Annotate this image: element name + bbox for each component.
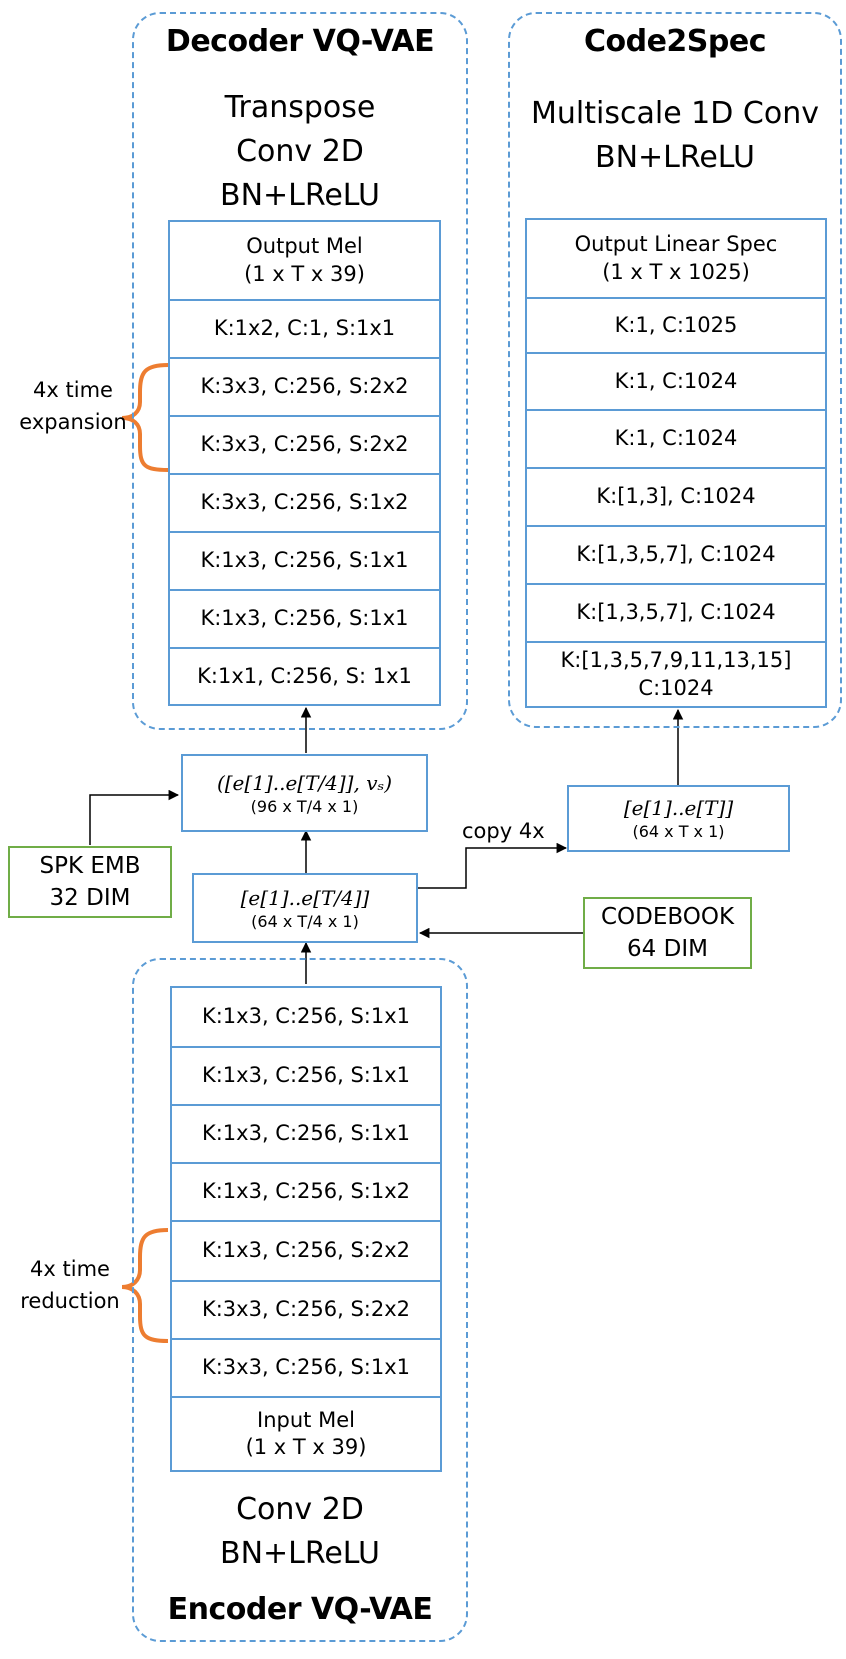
decoder-layer: K:3x3, C:256, S:2x2	[170, 359, 439, 417]
decoder-subtitle: Transpose Conv 2D BN+LReLU	[219, 90, 380, 213]
code2spec-subtitle: Multiscale 1D Conv BN+LReLU	[531, 96, 819, 175]
encoder-layer: K:1x3, C:256, S:1x1	[172, 988, 440, 1048]
encoder-layer: K:1x3, C:256, S:2x2	[172, 1222, 440, 1282]
codes-expression: [e[1]..e[T/4]]	[240, 885, 370, 910]
full-codes-expression: [e[1]..e[T]]	[623, 796, 734, 820]
encoder-layer: K:1x3, C:256, S:1x1	[172, 1048, 440, 1106]
code2spec-layer: K:1, C:1024	[527, 354, 825, 411]
decoder-title: Decoder VQ-VAE	[165, 24, 435, 59]
code2spec-layer-stack: Output Linear Spec(1 x T x 1025) K:1, C:…	[525, 218, 827, 708]
code2spec-output-spec: Output Linear Spec(1 x T x 1025)	[527, 220, 825, 299]
decoder-layer: K:1x2, C:1, S:1x1	[170, 301, 439, 359]
encoder-group: Conv 2D BN+LReLU Encoder VQ-VAE	[132, 958, 468, 1642]
arrow-spk-to-concat	[89, 789, 180, 845]
code2spec-layer: K:[1,3,5,7,9,11,13,15]C:1024	[560, 648, 792, 700]
expansion-label: 4x time expansion	[19, 378, 127, 434]
encoder-layer-stack: K:1x3, C:256, S:1x1 K:1x3, C:256, S:1x1 …	[170, 986, 442, 1472]
concat-dims: (96 x T/4 x 1)	[250, 796, 359, 816]
code2spec-layer: K:1, C:1024	[527, 411, 825, 469]
encoder-input-mel: Input Mel(1 x T x 39)	[245, 1407, 367, 1459]
code2spec-layer: K:[1,3,5,7], C:1024	[527, 527, 825, 585]
code2spec-title: Code2Spec	[583, 24, 767, 59]
full-codes-node: [e[1]..e[T]] (64 x T x 1)	[567, 785, 790, 852]
decoder-group: Decoder VQ-VAE Transpose Conv 2D BN+LReL…	[132, 12, 468, 730]
code2spec-layer: K:1, C:1025	[527, 299, 825, 354]
encoder-layer: K:3x3, C:256, S:1x1	[172, 1340, 440, 1398]
encoder-layer: K:3x3, C:256, S:2x2	[172, 1282, 440, 1340]
codes-node: [e[1]..e[T/4]] (64 x T/4 x 1)	[192, 873, 418, 943]
decoder-layer: K:1x3, C:256, S:1x1	[170, 591, 439, 649]
code2spec-layer: K:[1,3,5,7], C:1024	[527, 585, 825, 643]
decoder-layer: K:1x3, C:256, S:1x1	[170, 533, 439, 591]
spk-emb-box: SPK EMB 32 DIM	[8, 846, 172, 918]
reduction-brace	[121, 1228, 169, 1343]
reduction-label: 4x time reduction	[20, 1257, 120, 1313]
decoder-layer: K:3x3, C:256, S:2x2	[170, 417, 439, 475]
expansion-brace	[121, 363, 169, 472]
encoder-subtitle: Conv 2D BN+LReLU	[219, 1492, 380, 1571]
concat-expression: ([e[1]..e[T/4]], vₛ)	[216, 770, 393, 795]
code2spec-layer: K:[1,3], C:1024	[527, 469, 825, 527]
codebook-box: CODEBOOK 64 DIM	[583, 897, 752, 969]
code2spec-group: Code2Spec Multiscale 1D Conv BN+LReLU	[508, 12, 842, 728]
decoder-layer: K:1x1, C:256, S: 1x1	[197, 663, 412, 688]
concat-node: ([e[1]..e[T/4]], vₛ) (96 x T/4 x 1)	[181, 754, 428, 832]
full-codes-dims: (64 x T x 1)	[632, 822, 725, 841]
arrow-copy-to-full-codes	[418, 842, 568, 889]
codes-dims: (64 x T/4 x 1)	[251, 911, 359, 931]
encoder-title: Encoder VQ-VAE	[167, 1592, 433, 1627]
decoder-layer-stack: Output Mel(1 x T x 39) K:1x2, C:1, S:1x1…	[168, 220, 441, 706]
decoder-layer: K:3x3, C:256, S:1x2	[170, 475, 439, 533]
encoder-layer: K:1x3, C:256, S:1x1	[172, 1106, 440, 1164]
encoder-layer: K:1x3, C:256, S:1x2	[172, 1164, 440, 1222]
copy-label: copy 4x	[462, 819, 545, 843]
decoder-output-mel: Output Mel(1 x T x 39)	[170, 222, 439, 301]
